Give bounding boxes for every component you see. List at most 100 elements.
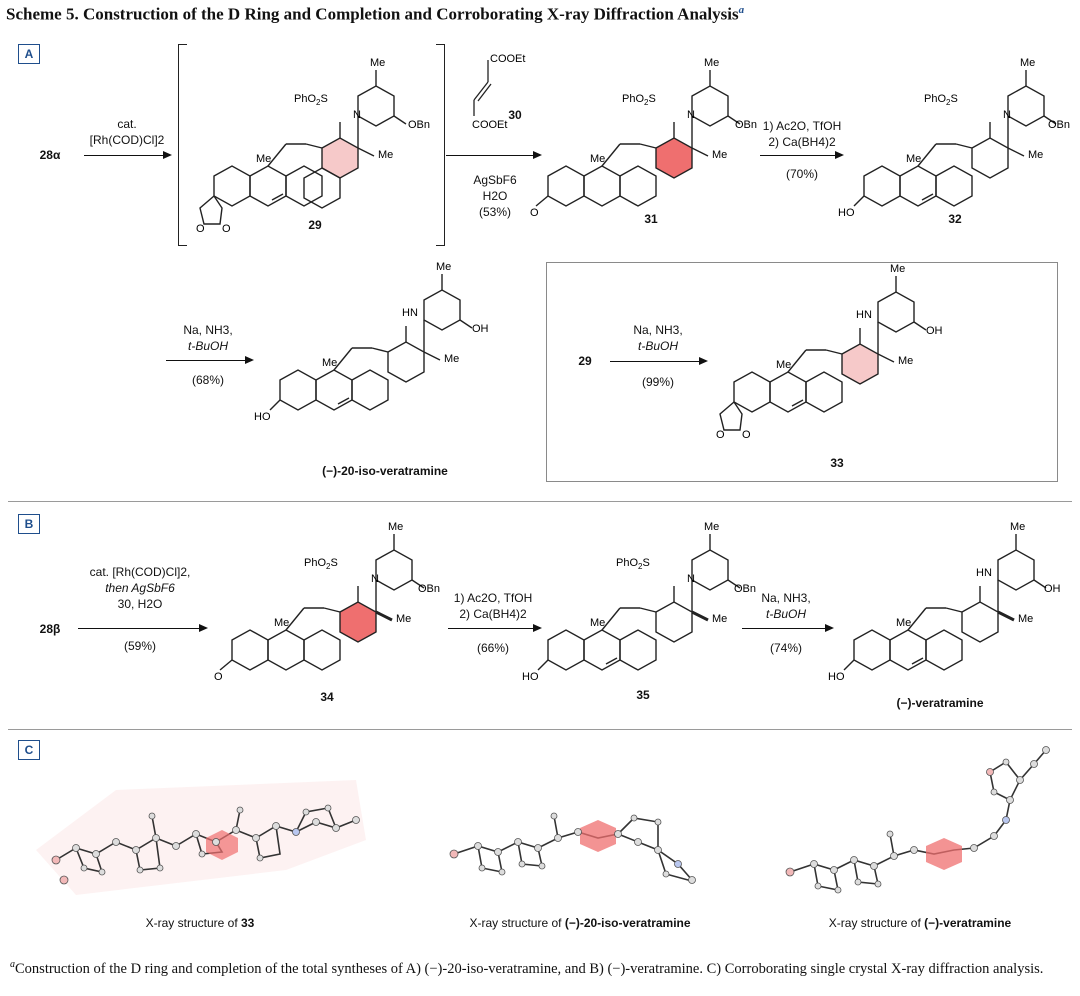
- atom-me-side: Me: [378, 149, 393, 161]
- conditions-b3-line3: (74%): [769, 641, 802, 655]
- atom-o-2: O: [742, 429, 751, 441]
- xray-caption-iso-veratramine: X-ray structure of (−)-20-iso-veratramin…: [450, 916, 710, 930]
- conditions-a5-bottom: (99%): [606, 374, 710, 390]
- atom-me-side: Me: [1028, 149, 1043, 161]
- inset-box-29-to-33: [546, 262, 1058, 482]
- atom-me-angular: Me: [906, 153, 921, 165]
- conditions-a2-line1: AgSbF6: [473, 173, 517, 187]
- xray-caption-33: X-ray structure of 33: [100, 916, 300, 930]
- atom-oh: OH: [472, 323, 489, 335]
- compound-34-label: 34: [320, 690, 334, 704]
- compound-30-label: 30: [508, 108, 522, 122]
- compound-29-label: 29: [308, 218, 322, 232]
- conditions-b3-line1: Na, NH3,: [761, 591, 811, 605]
- conditions-a4-line3: (68%): [191, 373, 224, 387]
- xray-caption-iso-prefix: X-ray structure of: [469, 916, 565, 930]
- atom-obn: OBn: [734, 583, 756, 595]
- conditions-a3-line3: (70%): [785, 167, 818, 181]
- conditions-b3-bottom: (74%): [736, 640, 836, 656]
- conditions-b2-top: 1) Ac2O, TfOH 2) Ca(BH4)2: [440, 590, 546, 622]
- atom-me-side: Me: [1018, 613, 1033, 625]
- compound-29b-label: 29: [578, 354, 592, 368]
- bracket-left: [178, 44, 187, 246]
- atom-ho: HO: [522, 671, 539, 683]
- atom-me-top: Me: [1020, 57, 1035, 69]
- conditions-a2-line3: (53%): [478, 205, 511, 219]
- compound-iso-veratramine-label: (−)-20-iso-veratramine: [322, 464, 448, 478]
- atom-me-side: Me: [712, 613, 727, 625]
- compound-31-label: 31: [644, 212, 658, 226]
- conditions-b1-line2: then AgSbF6: [105, 581, 175, 595]
- atom-me-top: Me: [1010, 521, 1025, 533]
- panel-label-c: C: [18, 740, 40, 760]
- conditions-b2-line1: 1) Ac2O, TfOH: [453, 591, 533, 605]
- conditions-b2-line2: 2) Ca(BH4)2: [459, 607, 527, 621]
- compound-33-label: 33: [830, 456, 844, 470]
- atom-me-angular: Me: [256, 153, 271, 165]
- xray-structure-iso-veratramine: [449, 812, 696, 884]
- scheme-footnote: aConstruction of the D ring and completi…: [10, 956, 1074, 978]
- scheme-title: Scheme 5. Construction of the D Ring and…: [6, 4, 744, 25]
- conditions-b2-bottom: (66%): [440, 640, 546, 656]
- atom-o-1: O: [716, 429, 725, 441]
- atom-me-top: Me: [388, 521, 403, 533]
- atom-me-side: Me: [898, 355, 913, 367]
- footnote-mark: a: [10, 959, 15, 970]
- compound-veratramine-label: (−)-veratramine: [896, 696, 984, 710]
- xray-caption-vera-prefix: X-ray structure of: [828, 916, 925, 930]
- reaction-arrow-a5: [610, 357, 708, 365]
- atom-n: N: [353, 109, 361, 121]
- atom-n: N: [1003, 109, 1011, 121]
- xray-caption-33-bold: 33: [241, 916, 255, 930]
- structure-30: COOEt COOEt: [472, 53, 525, 131]
- conditions-b2-line3: (66%): [476, 641, 509, 655]
- xray-structure-veratramine: [785, 746, 1050, 894]
- compound-35-label: 35: [636, 688, 650, 702]
- atom-me-angular: Me: [590, 153, 605, 165]
- compound-28b-label: 28β: [39, 622, 61, 636]
- atom-me-top: Me: [704, 57, 719, 69]
- panel-label-a: A: [18, 44, 40, 64]
- atom-o-1: O: [196, 223, 205, 235]
- conditions-b1-top: cat. [Rh(COD)Cl]2, then AgSbF6 30, H2O: [70, 564, 210, 612]
- conditions-a4-bottom: (68%): [160, 372, 256, 388]
- conditions-a3-line2: 2) Ca(BH4)2: [768, 135, 836, 149]
- structure-29: Me PhO2S N OBn Me Me O O: [196, 57, 430, 235]
- divider-b-c: [8, 729, 1072, 730]
- bracket-right: [436, 44, 445, 246]
- conditions-a1-line2: [Rh(COD)Cl]2: [89, 133, 165, 147]
- atom-me-angular: Me: [590, 617, 605, 629]
- structure-35: Me PhO2S N OBn Me Me HO: [522, 521, 756, 683]
- atom-n: N: [687, 573, 695, 585]
- atom-me-angular: Me: [896, 617, 911, 629]
- atom-o-ketone: O: [530, 207, 539, 219]
- conditions-a5-line1: Na, NH3,: [633, 323, 683, 337]
- atom-me-top: Me: [890, 263, 905, 275]
- atom-me-side: Me: [712, 149, 727, 161]
- conditions-a5-line3: (99%): [641, 375, 674, 389]
- structure-iso-veratramine: Me HN OH Me Me HO: [254, 261, 489, 423]
- xray-caption-vera-bold: (−)-veratramine: [924, 916, 1012, 930]
- structure-33: Me HN OH Me Me O O: [716, 263, 943, 441]
- conditions-a1-line1: cat.: [117, 117, 137, 131]
- conditions-a4-line1: Na, NH3,: [183, 323, 233, 337]
- atom-hn: HN: [402, 307, 418, 319]
- atom-oh: OH: [926, 325, 943, 337]
- atom-me-side: Me: [396, 613, 411, 625]
- atom-hn: HN: [976, 567, 992, 579]
- xray-caption-iso-bold: (−)-20-iso-veratramine: [564, 916, 691, 930]
- scheme-title-footnote-mark: a: [738, 4, 745, 16]
- atom-obn: OBn: [408, 119, 430, 131]
- conditions-a5-line2: t-BuOH: [637, 339, 678, 353]
- compound-28a-label: 28α: [39, 148, 61, 162]
- atom-me-angular: Me: [322, 357, 337, 369]
- reaction-arrow-a1: [84, 151, 172, 159]
- atom-me-angular: Me: [274, 617, 289, 629]
- conditions-a2: AgSbF6 H2O (53%): [452, 172, 538, 220]
- conditions-b1-line1: cat. [Rh(COD)Cl]2,: [89, 565, 191, 579]
- atom-o-2: O: [222, 223, 231, 235]
- atom-me-angular: Me: [776, 359, 791, 371]
- conditions-a3-bottom: (70%): [752, 166, 852, 182]
- atom-cooet-top: COOEt: [490, 53, 525, 65]
- conditions-a5-top: Na, NH3, t-BuOH: [606, 322, 710, 354]
